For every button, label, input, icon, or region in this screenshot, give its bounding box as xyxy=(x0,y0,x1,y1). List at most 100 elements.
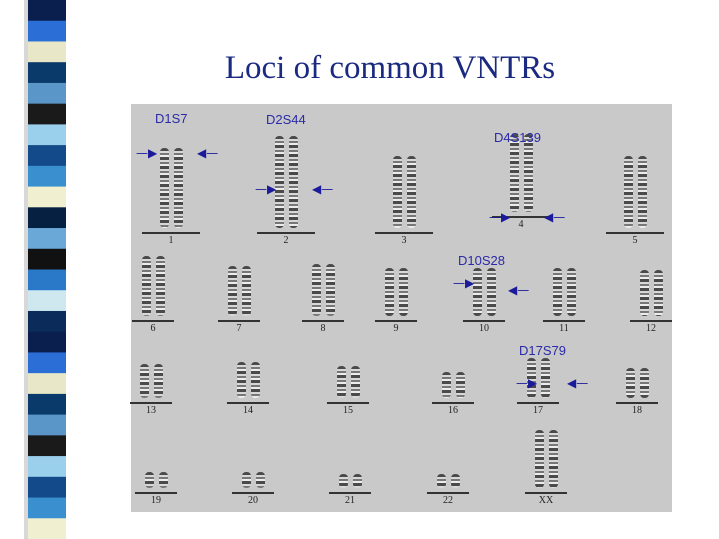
chromosome-baseline xyxy=(227,402,269,404)
chromatid xyxy=(351,366,360,398)
chromosome-number: 8 xyxy=(320,323,326,334)
chromatid xyxy=(154,364,163,398)
chromosome-baseline xyxy=(329,492,371,494)
chromatid xyxy=(339,474,348,488)
chromatid xyxy=(527,358,536,398)
chromosome-baseline xyxy=(375,232,433,234)
stripe-segment xyxy=(28,373,66,395)
stripe-segment xyxy=(28,228,66,250)
chromosome-number: 7 xyxy=(236,323,242,334)
chromatid xyxy=(312,264,321,316)
chromatid xyxy=(156,256,165,316)
chromatid xyxy=(535,430,544,488)
stripe-segment xyxy=(28,331,66,353)
chromosome-baseline xyxy=(132,320,174,322)
locus-arrow-icon: ◀— xyxy=(567,376,589,390)
chromatid xyxy=(640,368,649,398)
chromosome-baseline xyxy=(517,402,559,404)
chromosome-baseline xyxy=(232,492,274,494)
chromatid xyxy=(242,472,251,488)
chromosome-baseline xyxy=(606,232,664,234)
chromosome-number: 22 xyxy=(443,495,453,506)
locus-label: D2S44 xyxy=(266,112,306,127)
locus-label: D17S79 xyxy=(519,343,566,358)
chromatid xyxy=(626,368,635,398)
stripe-segment xyxy=(28,145,66,167)
locus-arrow-icon: ◀— xyxy=(544,210,566,224)
chromatid xyxy=(242,266,251,316)
locus-arrow-icon: —▶ xyxy=(516,376,538,390)
stripe-segment xyxy=(28,310,66,333)
chromosome-baseline xyxy=(463,320,505,322)
locus-label: D4S139 xyxy=(494,130,541,145)
chromosome-number: 19 xyxy=(151,495,161,506)
locus-arrow-icon: ◀— xyxy=(508,283,530,297)
chromatid xyxy=(256,472,265,488)
chromatid xyxy=(654,270,663,316)
stripe-segment xyxy=(28,20,66,42)
chromosome-number: 20 xyxy=(248,495,258,506)
chromatid xyxy=(399,268,408,316)
stripe-segment xyxy=(28,290,66,312)
chromatid xyxy=(524,134,533,212)
stripe-segment xyxy=(28,456,66,478)
stripe-segment xyxy=(28,248,66,270)
chromatid xyxy=(473,268,482,316)
chromatid xyxy=(237,362,246,398)
locus-arrow-icon: —▶ xyxy=(136,146,158,160)
chromatid xyxy=(407,156,416,228)
chromatid xyxy=(451,474,460,488)
chromosome-baseline xyxy=(492,216,550,218)
chromosome-number: XX xyxy=(538,495,554,506)
stripe-segment xyxy=(28,497,66,519)
chromatid xyxy=(337,366,346,398)
chromosome-number: 2 xyxy=(283,235,289,246)
stripe-segment xyxy=(28,165,66,188)
stripe-segment xyxy=(28,186,66,208)
stripe-segment xyxy=(28,41,66,63)
chromosome-number: 6 xyxy=(150,323,156,334)
stripe-segment xyxy=(28,124,66,146)
chromosome-baseline xyxy=(432,402,474,404)
chromosome-baseline xyxy=(543,320,585,322)
chromosome-baseline xyxy=(616,402,658,404)
chromosome-number: 10 xyxy=(479,323,489,334)
chromosome-baseline xyxy=(302,320,344,322)
chromatid xyxy=(624,156,633,228)
stripe-segment xyxy=(28,269,66,291)
chromatid xyxy=(442,372,451,398)
chromatid xyxy=(567,268,576,316)
chromatid xyxy=(549,430,558,488)
chromatid xyxy=(353,474,362,488)
chromatid xyxy=(385,268,394,316)
stripe-segment xyxy=(28,414,66,436)
chromatid xyxy=(510,134,519,212)
chromatid xyxy=(326,264,335,316)
locus-label: D10S28 xyxy=(458,253,505,268)
stripe-edge xyxy=(24,0,28,539)
stripe-segment xyxy=(28,435,66,457)
chromosome-baseline xyxy=(375,320,417,322)
stripe-segment xyxy=(28,82,66,105)
chromatid xyxy=(228,266,237,316)
chromosome-number: 5 xyxy=(632,235,638,246)
locus-label: D1S7 xyxy=(155,111,188,126)
chromosome-number: 17 xyxy=(533,405,543,416)
stripe-segment xyxy=(28,0,66,22)
chromatid xyxy=(640,270,649,316)
decorative-color-stripe xyxy=(24,0,66,539)
chromosome-number: 1 xyxy=(168,235,174,246)
chromosome-number: 14 xyxy=(243,405,253,416)
chromatid xyxy=(145,472,154,488)
chromatid xyxy=(174,148,183,228)
stripe-segment xyxy=(28,62,66,84)
chromatid xyxy=(275,136,284,228)
stripe-segment xyxy=(28,103,66,125)
chromosome-baseline xyxy=(257,232,315,234)
chromatid xyxy=(638,156,647,228)
chromosome-number: 13 xyxy=(146,405,156,416)
stripe-segment xyxy=(28,476,66,499)
locus-arrow-icon: —▶ xyxy=(255,182,277,196)
chromatid xyxy=(159,472,168,488)
